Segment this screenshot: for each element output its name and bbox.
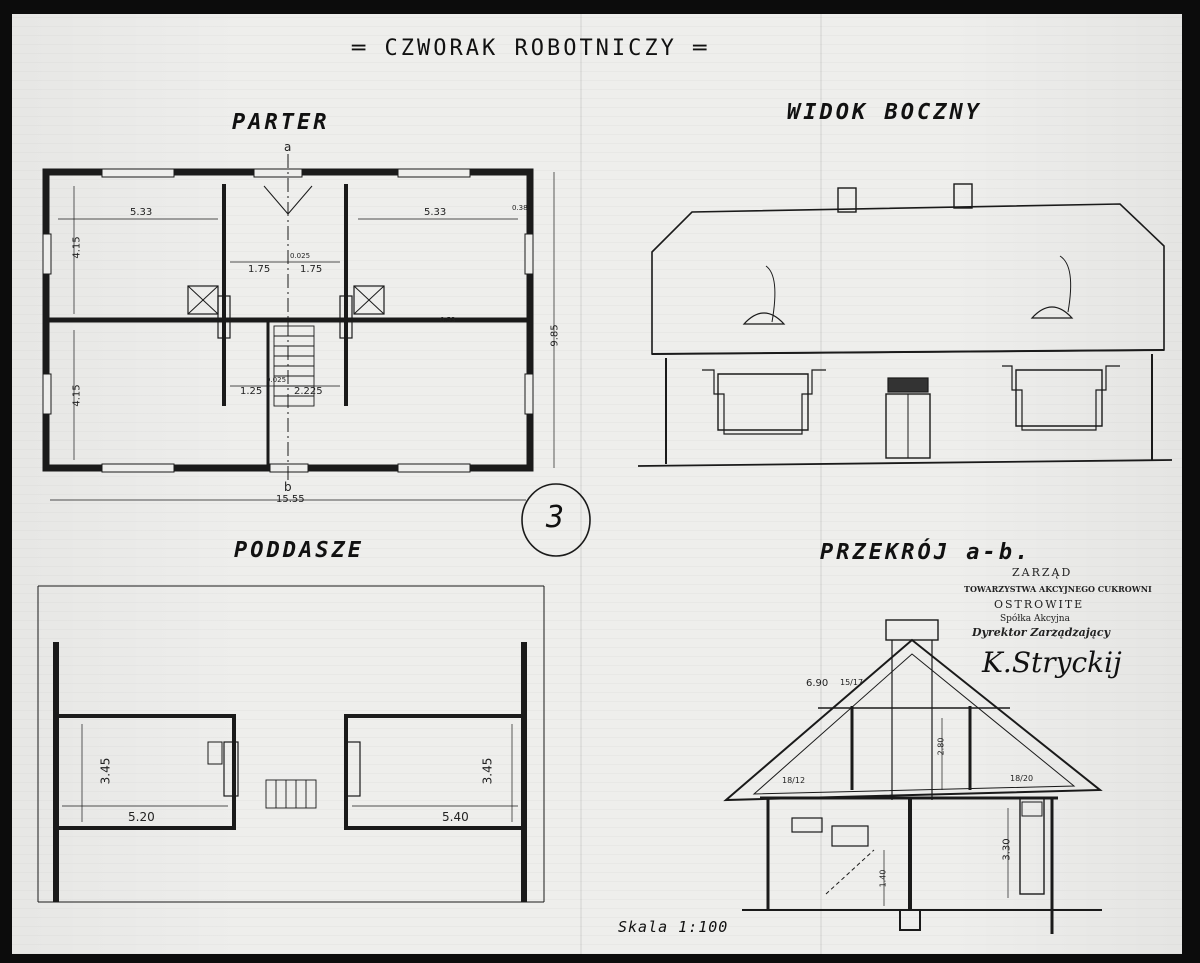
dim-height-attic: 2.80 (936, 737, 946, 756)
dim-left-height: 3.45 (98, 757, 113, 785)
dim-hall-right: 1.75 (300, 264, 323, 275)
dim-room-tl-width: 5.33 (130, 207, 153, 218)
dim-foundation: 1.40 (878, 869, 888, 888)
side-elevation (637, 183, 1173, 467)
dim-hall-bl: 1.25 (240, 386, 263, 397)
dim-room-tr-width: 5.33 (424, 207, 447, 218)
dim-right-width: 5.40 (442, 810, 469, 824)
stamp-line1: ZARZĄD (1012, 566, 1073, 579)
fold-line (820, 14, 822, 954)
dim-hall-br: 2.225 (294, 386, 323, 397)
title-rule-right: ═ (693, 36, 710, 61)
title-rule-left: ═ (352, 36, 369, 61)
section-ab (723, 619, 1103, 934)
section-mark-a: a (284, 140, 292, 154)
blueprint-sheet: ═ CZWORAK ROBOTNICZY ═ PARTER WIDOK BOCZ… (12, 14, 1182, 954)
dim-room-bottom-height: 4.15 (71, 384, 83, 407)
dim-wall-b: 0.025 (266, 376, 287, 384)
drawing-title: CZWORAK ROBOTNICZY (384, 36, 677, 61)
dim-height-ground: 3.30 (1001, 838, 1013, 861)
dim-room-top-height: 4.15 (71, 236, 83, 259)
dim-ridge: 6.90 (806, 678, 829, 689)
stamp-line5: Dyrektor Zarządzający (972, 626, 1110, 639)
parter-plan (42, 154, 555, 501)
widok-boczny-label: WIDOK BOCZNY (787, 100, 982, 125)
dim-hall-left: 1.75 (248, 264, 271, 275)
drawing-title-group: ═ CZWORAK ROBOTNICZY ═ (352, 36, 709, 61)
dim-beam-left: 18/12 (782, 776, 806, 785)
dim-wall-d: 0.38 (512, 204, 528, 212)
drawing-canvas (37, 154, 1173, 934)
dim-wall-c: 0.53 (440, 316, 456, 324)
stamp-line3: OSTROWITE (994, 598, 1085, 611)
parter-label: PARTER (232, 110, 330, 135)
scale-label: Skala 1:100 (618, 918, 729, 936)
stamp-line2: TOWARZYSTWA AKCYJNEGO CUKROWNI (964, 584, 1152, 594)
poddasze-label: PODDASZE (234, 538, 364, 563)
dim-rafter: 15/17 (840, 678, 864, 687)
section-mark-b: b (284, 480, 292, 494)
dim-overall-width: 15.55 (276, 494, 305, 505)
stamp-line4: Spółka Akcyjna (1000, 614, 1070, 624)
dim-right-height: 3.45 (480, 757, 495, 785)
sheet-number: 3 (546, 500, 565, 535)
sheet-number-circle (521, 483, 591, 557)
dim-overall-depth: 9.85 (549, 324, 561, 347)
director-signature: K.Stryckij (982, 646, 1122, 679)
fold-line (580, 14, 582, 954)
poddasze-plan (37, 585, 545, 903)
dim-wall-a: 0.025 (290, 252, 311, 260)
przekroj-label: PRZEKRÓJ a-b. (820, 540, 1032, 565)
dim-beam-right: 18/20 (1010, 774, 1034, 783)
dim-left-width: 5.20 (128, 810, 155, 824)
